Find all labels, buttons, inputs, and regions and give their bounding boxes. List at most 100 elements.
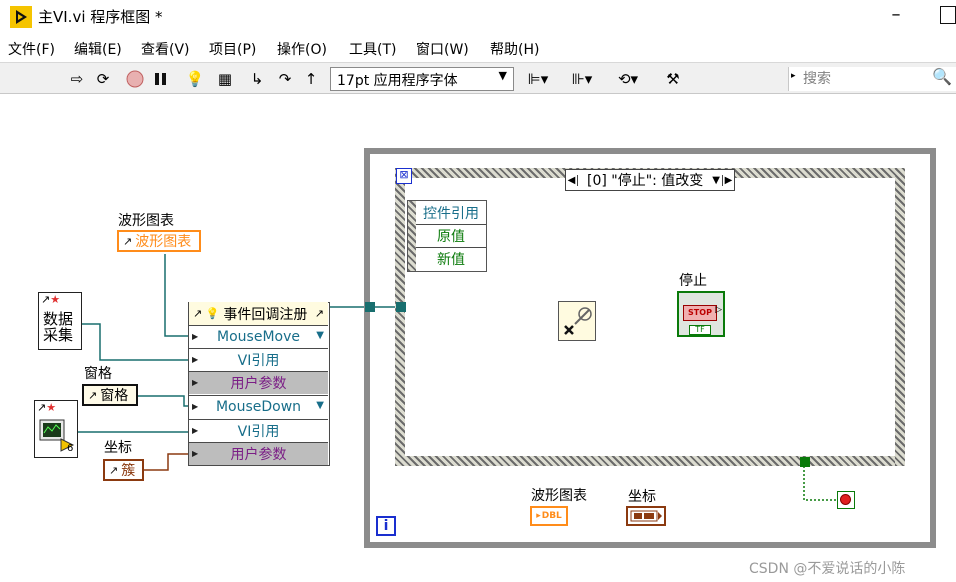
bool-type-indicator: TF	[689, 325, 711, 335]
reference-icon: ↗ 💡	[193, 307, 220, 320]
unregister-callback-icon	[564, 307, 592, 335]
event-case-selector[interactable]: ◀ [0] "停止": 值改变 ▼ ▶	[565, 169, 735, 191]
waveform-chart-terminal[interactable]: ▸ DBL	[530, 506, 568, 526]
waveform-ref-text: 波形图表	[135, 234, 192, 250]
chevron-down-icon: ▼	[316, 330, 324, 341]
search-expand-icon[interactable]: ▸	[791, 71, 796, 81]
loop-condition-terminal[interactable]	[837, 491, 855, 509]
waveform-label: 波形图表	[118, 213, 174, 229]
search-input[interactable]	[803, 69, 923, 89]
retain-wire-values-icon[interactable]: ▦	[217, 70, 233, 88]
step-over-icon[interactable]: ↷	[278, 70, 292, 88]
step-into-icon[interactable]: ↳	[250, 70, 264, 88]
step-out-icon[interactable]: ↑	[304, 70, 318, 88]
register-node-title: 事件回调注册	[223, 306, 308, 323]
next-case-icon[interactable]: ▶	[722, 174, 734, 186]
reference-icon: ↗	[123, 234, 133, 248]
search-icon[interactable]: 🔍	[932, 67, 952, 86]
bottom-coord-label: 坐标	[628, 489, 656, 505]
window-title: 主VI.vi 程序框图 *	[38, 8, 163, 26]
cluster-icon	[630, 510, 662, 522]
output-arrow-icon: ▷	[715, 305, 722, 315]
waveform-ref-terminal[interactable]: ↗ 波形图表	[117, 230, 201, 252]
menu-edit[interactable]: 编辑(E)	[74, 42, 122, 58]
coord-label: 坐标	[104, 440, 132, 456]
reference-icon: ↗★	[41, 293, 61, 306]
register-row-text: 用户参数	[230, 447, 287, 463]
prev-case-icon[interactable]: ◀	[566, 174, 578, 186]
reorder-icon[interactable]: ⟲▾	[617, 70, 639, 88]
run-arrow-icon[interactable]: ⇨	[70, 70, 84, 88]
align-objects-icon[interactable]: ⊫▾	[527, 70, 549, 88]
clean-up-diagram-icon[interactable]: ⚒	[666, 70, 680, 88]
register-row-text: VI引用	[237, 353, 280, 369]
stop-button-terminal[interactable]: STOP TF ▷	[677, 291, 725, 337]
register-node-title-bar: ↗ 💡 事件回调注册 ↗	[189, 302, 328, 325]
wire-tunnel	[365, 302, 375, 312]
stop-condition-icon	[840, 494, 851, 505]
register-row-text: 用户参数	[230, 376, 287, 392]
abort-icon[interactable]	[124, 68, 146, 90]
reference-icon: ↗	[314, 307, 324, 320]
coord-cluster-terminal[interactable]	[626, 506, 666, 526]
register-row-vi-ref[interactable]: ▶VI引用	[189, 348, 328, 371]
distribute-objects-icon[interactable]: ⊪▾	[571, 70, 593, 88]
register-row-text: MouseDown	[215, 399, 302, 415]
event-structure-border-right	[895, 168, 905, 466]
menu-help[interactable]: 帮助(H)	[490, 42, 540, 58]
menu-project[interactable]: 项目(P)	[209, 42, 257, 58]
wire-tunnel	[396, 302, 406, 312]
register-row-text: MouseMove	[217, 329, 300, 345]
pause-icon[interactable]	[150, 68, 172, 90]
menu-file[interactable]: 文件(F)	[8, 42, 55, 58]
pane-label: 窗格	[84, 366, 112, 382]
event-data-border	[408, 201, 416, 271]
chevron-down-icon: ▼	[498, 69, 507, 82]
data-acq-text: 数据采集	[43, 310, 74, 344]
menu-operate[interactable]: 操作(O)	[277, 42, 327, 58]
labview-icon	[10, 6, 32, 28]
register-row-mousedown[interactable]: ▶MouseDown▼	[189, 395, 328, 418]
register-callback-node[interactable]: ↗ 💡 事件回调注册 ↗ ▶MouseMove▼ ▶VI引用 ▶用户参数 ▶Mo…	[188, 302, 330, 466]
reference-icon: ↗	[109, 463, 119, 477]
event-data-row[interactable]: 新值	[416, 247, 486, 270]
menu-tools[interactable]: 工具(T)	[349, 42, 397, 58]
menu-view[interactable]: 查看(V)	[141, 42, 190, 58]
register-row-user-param-2[interactable]: ▶用户参数	[189, 442, 328, 465]
menu-window[interactable]: 窗口(W)	[416, 42, 469, 58]
pane-ref-terminal[interactable]: ↗ 窗格	[82, 384, 138, 406]
event-structure-border-left	[395, 168, 405, 466]
event-data-row[interactable]: 原值	[416, 224, 486, 247]
coord-ref-terminal[interactable]: ↗ 簇	[103, 459, 144, 481]
title-bar: 主VI.vi 程序框图 * –	[0, 0, 956, 34]
menu-bar: 文件(F) 编辑(E) 查看(V) 项目(P) 操作(O) 工具(T) 窗口(W…	[0, 36, 956, 62]
highlight-execution-icon[interactable]: 💡	[185, 70, 205, 88]
input-arrow-icon: ▸	[536, 511, 541, 521]
bottom-waveform-label: 波形图表	[531, 488, 587, 504]
font-select[interactable]: 17pt 应用程序字体 ▼	[330, 67, 514, 91]
subvi-number: 6	[67, 443, 74, 454]
event-data-node[interactable]: 控件引用 原值 新值	[407, 200, 487, 272]
search-box: ▸ 🔍	[788, 67, 956, 91]
stop-label: 停止	[679, 273, 707, 289]
register-row-vi-ref-2[interactable]: ▶VI引用	[189, 419, 328, 442]
timeout-terminal-icon[interactable]: ⊠	[396, 168, 412, 184]
data-acq-node[interactable]: ↗★ 数据采集	[38, 292, 82, 350]
event-data-row[interactable]: 控件引用	[423, 205, 479, 222]
unregister-node[interactable]	[558, 301, 596, 341]
dbl-type-text: DBL	[541, 511, 562, 521]
coord-ref-text: 簇	[121, 463, 136, 479]
toolbar: ⇨ ⟳ 💡 ▦ ↳ ↷ ↑ 17pt 应用程序字体 ▼ ⊫▾ ⊪▾ ⟲▾ ⚒ ▸…	[0, 62, 956, 94]
register-row-user-param[interactable]: ▶用户参数	[189, 371, 328, 394]
font-select-value: 17pt 应用程序字体	[337, 73, 458, 89]
minimize-button[interactable]: –	[891, 4, 901, 25]
run-continuously-icon[interactable]: ⟳	[96, 70, 110, 88]
wire-tunnel	[800, 457, 810, 467]
iteration-terminal[interactable]: i	[376, 516, 396, 536]
reference-icon: ↗★	[37, 401, 57, 414]
chevron-down-icon: ▼	[316, 400, 324, 411]
watermark: CSDN @不爱说话的小陈	[749, 561, 906, 577]
register-row-mousemove[interactable]: ▶MouseMove▼	[189, 325, 328, 348]
while-loop[interactable]	[364, 148, 936, 548]
subvi-node[interactable]: ↗★ 6	[34, 400, 78, 458]
